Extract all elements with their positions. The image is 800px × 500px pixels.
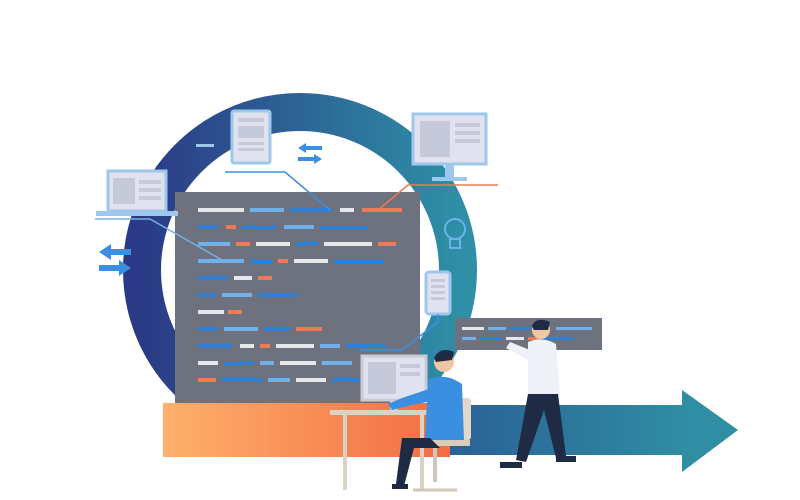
code-line-bar bbox=[264, 327, 290, 331]
code-line-bar bbox=[332, 378, 366, 382]
desktop-computer bbox=[360, 354, 428, 410]
code-line-bar bbox=[278, 259, 288, 263]
code-line-bar bbox=[198, 378, 216, 382]
code-line-bar bbox=[260, 361, 274, 365]
code-line-bar bbox=[260, 344, 270, 348]
code-line-bar bbox=[224, 361, 254, 365]
seated-developer bbox=[388, 350, 471, 492]
code-line-bar bbox=[346, 344, 386, 348]
code-line-bar bbox=[276, 344, 314, 348]
code-line-bar bbox=[362, 208, 402, 212]
code-line-bar bbox=[296, 327, 322, 331]
code-line-bar bbox=[198, 276, 228, 280]
code-line-bar bbox=[480, 337, 502, 340]
code-line-bar bbox=[242, 225, 276, 229]
swap-arrows-icon bbox=[298, 143, 322, 164]
code-line-bar bbox=[198, 293, 216, 297]
code-line-bar bbox=[320, 225, 368, 229]
code-line-bar bbox=[268, 378, 290, 382]
swap-arrows-icon bbox=[99, 244, 131, 276]
code-line-bar bbox=[256, 242, 290, 246]
code-line-bar bbox=[258, 276, 272, 280]
code-line-bar bbox=[236, 242, 250, 246]
code-line-bar bbox=[258, 293, 298, 297]
code-line-bar bbox=[462, 327, 484, 330]
code-line-bar bbox=[544, 337, 574, 340]
code-line-bar bbox=[234, 276, 252, 280]
code-line-bar bbox=[528, 337, 540, 340]
code-line-bar bbox=[324, 242, 372, 246]
code-line-bar bbox=[462, 337, 476, 340]
code-line-bar bbox=[296, 242, 318, 246]
code-line-bar bbox=[198, 225, 218, 229]
laptop-icon bbox=[96, 169, 178, 216]
code-line-bar bbox=[224, 327, 258, 331]
code-lines bbox=[198, 208, 402, 382]
code-line-bar bbox=[198, 208, 244, 212]
code-line-bar bbox=[222, 293, 252, 297]
code-line-bar bbox=[198, 259, 244, 263]
code-line-bar bbox=[320, 344, 340, 348]
code-line-bar bbox=[290, 208, 332, 212]
code-line-bar bbox=[556, 327, 592, 330]
code-line-bar bbox=[506, 337, 524, 340]
lightbulb-icon bbox=[444, 218, 466, 249]
code-line-bar bbox=[198, 327, 218, 331]
progress-arrow bbox=[440, 390, 738, 472]
desktop-monitor-icon bbox=[411, 112, 488, 181]
code-line-bar bbox=[334, 259, 384, 263]
code-line-bar bbox=[340, 208, 354, 212]
code-line-bar bbox=[280, 361, 316, 365]
code-line-bar bbox=[250, 208, 284, 212]
code-line-bar bbox=[294, 259, 328, 263]
code-line-bar bbox=[510, 327, 530, 330]
desk bbox=[330, 410, 450, 490]
code-line-bar bbox=[198, 344, 232, 348]
smartphone-icon bbox=[424, 270, 452, 316]
tablet-document-icon bbox=[230, 109, 272, 165]
code-line-bar bbox=[296, 378, 326, 382]
code-line-bar bbox=[488, 327, 506, 330]
code-line-bar bbox=[284, 225, 314, 229]
code-line-bar bbox=[198, 310, 224, 314]
code-line-bar bbox=[240, 344, 254, 348]
code-line-bar bbox=[226, 225, 236, 229]
code-line-bar bbox=[322, 361, 352, 365]
code-line-bar bbox=[198, 242, 230, 246]
code-line-bar bbox=[378, 242, 396, 246]
code-line-bar bbox=[198, 361, 218, 365]
code-line-bar bbox=[228, 310, 242, 314]
code-line-bar bbox=[250, 259, 272, 263]
standing-developer bbox=[500, 319, 576, 468]
code-line-bar bbox=[222, 378, 262, 382]
